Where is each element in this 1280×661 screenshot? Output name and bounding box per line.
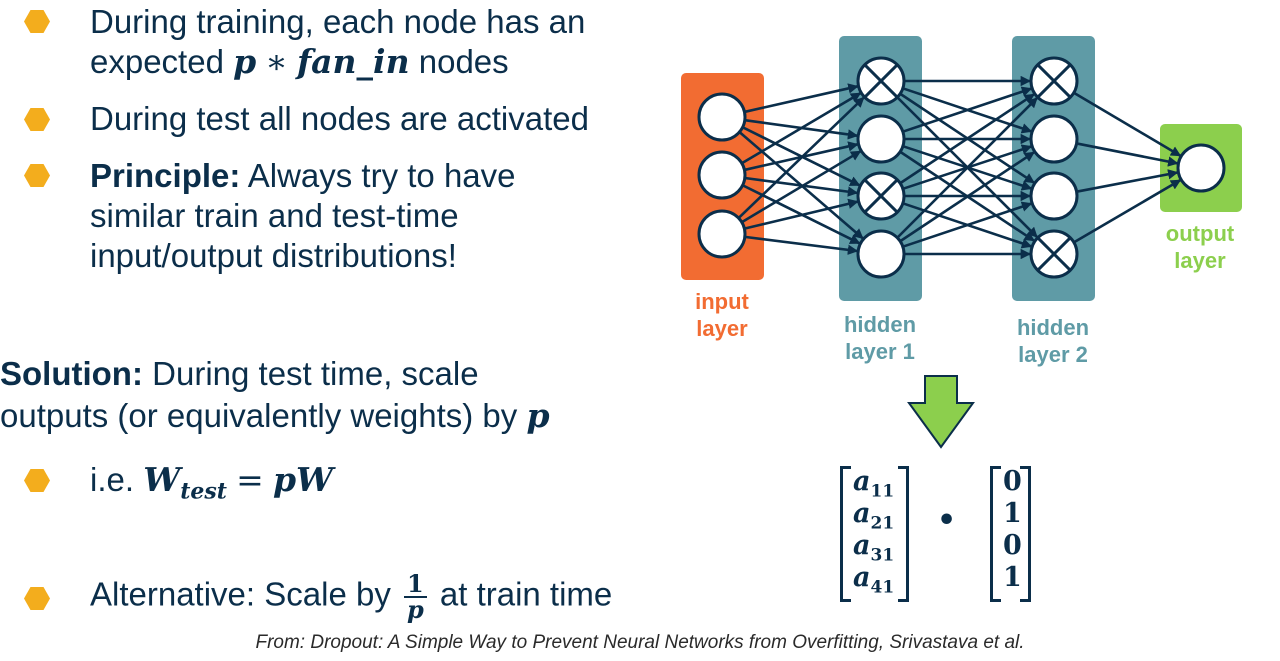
- matrix-left-open-bracket: [840, 466, 851, 602]
- bullet-3-line-3: input/output distributions!: [90, 237, 457, 274]
- down-arrow-icon: [907, 375, 975, 449]
- connection-edge: [1076, 169, 1179, 193]
- matrix-left-entry: a11: [853, 466, 895, 502]
- input-layer-label: input layer: [695, 289, 749, 341]
- matrix-right-close-bracket: [1020, 466, 1031, 602]
- hidden-layer-1-label: hidden layer 1: [843, 312, 917, 364]
- matrix-right-column: 0 1 0 1: [1003, 466, 1022, 594]
- dropped-node: [1029, 229, 1079, 279]
- matrix-left-entry: a41: [853, 562, 895, 598]
- connection-edge: [896, 97, 1038, 239]
- output-layer-label: output layer: [1165, 221, 1235, 273]
- connection-edge: [1076, 142, 1179, 167]
- connection-edge: [741, 150, 862, 224]
- bullet-icon: [24, 164, 50, 187]
- connection-edge: [744, 235, 859, 255]
- network-nodes: [697, 56, 1226, 279]
- connection-edge: [741, 92, 862, 165]
- bullet-3-line-2: similar train and test-time: [90, 197, 459, 234]
- solution-alternative: Alternative: Scale by 1 p at train time: [90, 569, 613, 624]
- connection-edge: [902, 86, 1033, 133]
- matrix-left-entry: a21: [853, 498, 895, 534]
- connection-edge: [899, 151, 1035, 243]
- connection-edge: [1073, 91, 1182, 157]
- matrix-left-close-bracket: [898, 466, 909, 602]
- hidden-node: [1029, 171, 1079, 221]
- solution-ie: i.e. Wtest = pW: [90, 460, 334, 505]
- connection-edge: [1073, 178, 1182, 244]
- hidden-node: [1029, 114, 1079, 164]
- bullet-2: During test all nodes are activated: [90, 100, 589, 137]
- bullet-3-line-1: Principle: Always try to have: [90, 157, 516, 194]
- input-node: [697, 150, 747, 200]
- bullet-icon: [24, 587, 50, 610]
- hidden-layer-2-label: hidden layer 2: [1016, 315, 1090, 367]
- connection-edges: [737, 75, 1182, 260]
- connection-edge: [899, 93, 1035, 185]
- hidden-node: [856, 114, 906, 164]
- bullet-1-line-1: During training, each node has an: [90, 3, 586, 40]
- bullet-icon: [24, 108, 50, 131]
- matrix-left-entry: a31: [853, 530, 895, 566]
- citation: From: Dropout: A Simple Way to Prevent N…: [255, 632, 1025, 653]
- output-node: [1176, 143, 1226, 193]
- connection-edge: [744, 198, 859, 230]
- dropped-node: [1029, 56, 1079, 106]
- solution-line-2: outputs (or equivalently weights) by p: [0, 396, 550, 435]
- connection-edge: [737, 96, 865, 219]
- dropped-node: [856, 56, 906, 106]
- solution-line-1: Solution: During test time, scale: [0, 355, 479, 392]
- bullet-1-line-2: expected p ∗ fan_in nodes: [90, 42, 509, 81]
- connection-edge: [902, 201, 1033, 248]
- dropped-node: [856, 171, 906, 221]
- dot-product-symbol: •: [937, 503, 957, 538]
- matrix-right-entry: 0: [1003, 530, 1022, 561]
- fraction: 1 p: [404, 572, 427, 622]
- input-node: [697, 92, 747, 142]
- matrix-right-open-bracket: [990, 466, 1001, 602]
- connection-edge: [744, 83, 859, 114]
- matrix-right-entry: 1: [1003, 498, 1022, 529]
- bullet-icon: [24, 469, 50, 492]
- hidden-node: [856, 229, 906, 279]
- matrix-left-column: a11 a21 a31 a41: [853, 466, 895, 598]
- matrix-right-entry: 1: [1003, 562, 1022, 593]
- matrix-right-entry: 0: [1003, 466, 1022, 497]
- bullet-icon: [24, 10, 50, 33]
- input-node: [697, 209, 747, 259]
